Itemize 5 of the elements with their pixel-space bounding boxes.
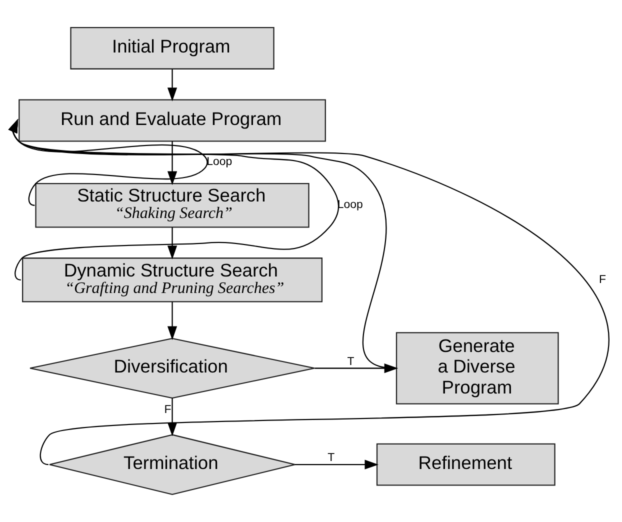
edge-label: T <box>347 356 354 368</box>
edge-label: F <box>598 274 606 286</box>
edge-label: F <box>164 404 172 416</box>
edge-label: T <box>328 452 335 464</box>
edge-label: Loop <box>206 156 232 168</box>
